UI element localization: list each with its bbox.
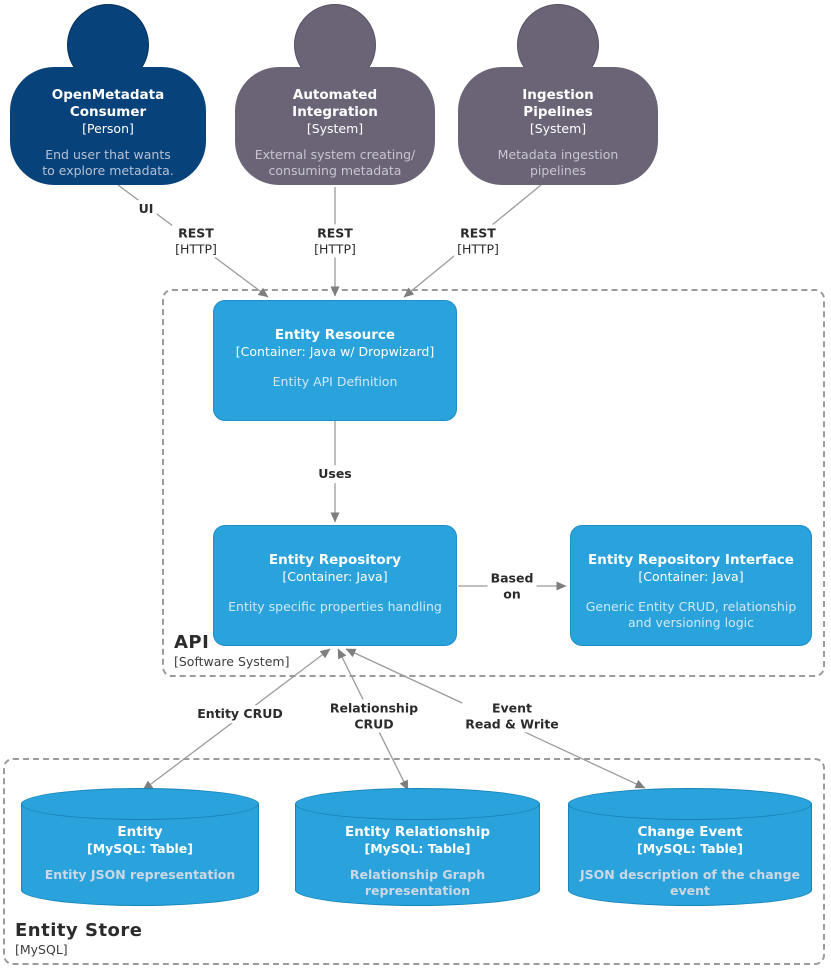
database-entity: Entity [MySQL: Table] Entity JSON repres…	[21, 788, 259, 906]
database-type-label: [MySQL: Table]	[364, 840, 471, 856]
actor-title: Ingestion Pipelines	[522, 87, 594, 120]
actor-openmetadata-consumer: OpenMetadata Consumer [Person] End user …	[10, 4, 206, 185]
container-entity-repository-interface: Entity Repository Interface [Container: …	[570, 525, 812, 646]
actor-ingestion-pipelines: Ingestion Pipelines [System] Metadata in…	[458, 4, 658, 185]
entity-store-boundary-title: Entity Store	[15, 920, 143, 941]
edge-label-event-read-write: Event Read & Write	[462, 699, 562, 733]
edge-label-relationship-crud: Relationship CRUD	[326, 699, 422, 733]
database-description: Entity JSON representation	[44, 867, 236, 883]
cylinder-body-shape	[568, 804, 812, 906]
container-type-label: [Container: Java]	[282, 568, 388, 584]
edge-label-technology: [HTTP]	[175, 241, 217, 256]
cylinder-body-shape	[21, 804, 259, 906]
database-title: Change Event	[637, 824, 743, 840]
container-description: Entity API Definition	[272, 374, 398, 390]
edge-label-consumer-rest: REST [HTTP]	[172, 224, 220, 258]
edge-label-text: REST	[178, 225, 214, 241]
actor-automated-integration: Automated Integration [System] External …	[235, 4, 435, 185]
database-description: JSON description of the change event	[579, 867, 800, 899]
edge-label-text: REST	[317, 225, 353, 241]
container-description: Entity specific properties handling	[228, 599, 442, 615]
actor-description: End user that wants to explore metadata.	[42, 147, 174, 179]
actor-type-label: [System]	[306, 120, 364, 136]
person-body-shape	[235, 67, 435, 185]
container-description: Generic Entity CRUD, relationship and ve…	[585, 599, 797, 631]
api-boundary-title: API	[174, 632, 210, 653]
database-type-label: [MySQL: Table]	[86, 840, 194, 856]
edge-label-pipelines-rest: REST [HTTP]	[454, 224, 502, 258]
edge-label-text: UI	[138, 201, 154, 217]
person-body-shape	[458, 67, 658, 185]
database-type-label: [MySQL: Table]	[636, 840, 744, 856]
actor-title: OpenMetadata Consumer	[51, 87, 165, 120]
container-entity-repository: Entity Repository [Container: Java] Enti…	[213, 525, 457, 646]
container-entity-resource: Entity Resource [Container: Java w/ Drop…	[213, 300, 457, 421]
edge-label-text: Entity CRUD	[197, 706, 283, 722]
actor-type-label: [System]	[529, 120, 587, 136]
person-body-shape	[10, 67, 206, 185]
container-title: Entity Repository Interface	[588, 552, 794, 568]
container-type-label: [Container: Java w/ Dropwizard]	[235, 343, 435, 359]
database-change-event: Change Event [MySQL: Table] JSON descrip…	[568, 788, 812, 906]
container-title: Entity Repository	[268, 552, 402, 568]
edge-label-based-on: Based on	[487, 569, 537, 603]
edge-label-uses: Uses	[315, 465, 355, 483]
edge-label-text: REST	[460, 225, 496, 241]
edge-label-technology: [HTTP]	[457, 241, 499, 256]
actor-description: External system creating/ consuming meta…	[254, 147, 416, 179]
cylinder-body-shape	[295, 804, 540, 906]
database-title: Entity Relationship	[344, 824, 491, 840]
actor-type-label: [Person]	[82, 120, 134, 136]
edge-label-ui: UI	[135, 200, 157, 218]
edge-label-integration-rest: REST [HTTP]	[311, 224, 359, 258]
actor-description: Metadata ingestion pipelines	[497, 147, 619, 179]
edge-label-text: Uses	[318, 466, 352, 482]
container-type-label: [Container: Java]	[638, 568, 744, 584]
edge-label-text: Relationship CRUD	[329, 700, 419, 731]
database-description: Relationship Graph representation	[349, 867, 486, 899]
edge-label-technology: [HTTP]	[314, 241, 356, 256]
edge-label-text: Event Read & Write	[465, 700, 559, 731]
cylinder-top-shape	[295, 788, 540, 820]
edge-label-entity-crud: Entity CRUD	[194, 705, 286, 723]
actor-title: Automated Integration	[292, 87, 378, 120]
entity-store-boundary-subtitle: [MySQL]	[15, 942, 68, 957]
entity-store-boundary-label: Entity Store [MySQL]	[15, 920, 143, 957]
cylinder-top-shape	[21, 788, 259, 820]
database-entity-relationship: Entity Relationship [MySQL: Table] Relat…	[295, 788, 540, 906]
database-title: Entity	[117, 824, 163, 840]
edge-label-text: Based on	[490, 570, 534, 601]
cylinder-top-shape	[568, 788, 812, 820]
container-title: Entity Resource	[274, 327, 396, 343]
